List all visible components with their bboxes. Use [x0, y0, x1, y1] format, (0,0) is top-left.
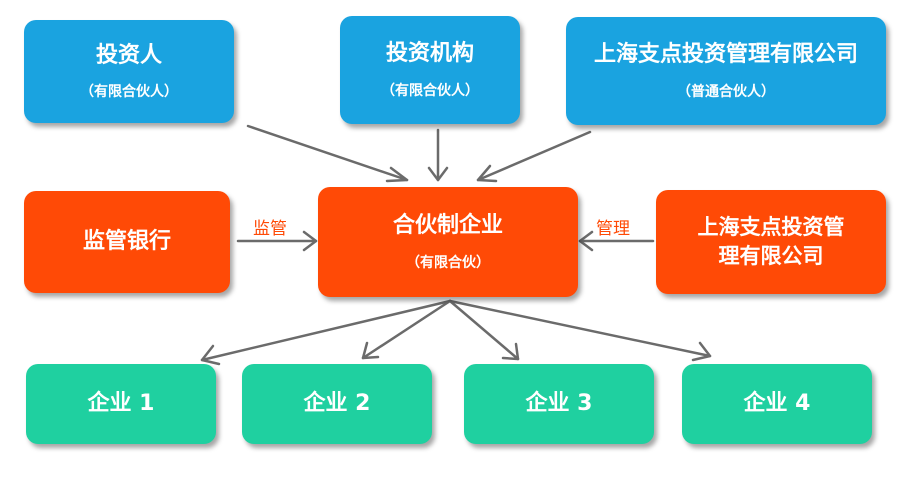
arrowhead [200, 344, 221, 366]
arrowhead [385, 166, 409, 183]
gp-title: 上海支点投资管理有限公司 [593, 42, 858, 68]
company1-title: 企业 1 [87, 391, 155, 417]
arrowhead [476, 164, 498, 183]
company4-node: 企业 4 [682, 364, 872, 444]
company3-node: 企业 3 [464, 364, 654, 444]
management-label: 管理 [596, 219, 630, 239]
institution-node: 投资机构 （有限合伙人） [340, 16, 520, 124]
arrow-gp-to-partnership [476, 130, 592, 182]
arrow-partnership-to-company3 [448, 299, 520, 361]
arrowhead [501, 342, 520, 361]
manager-title-line2: 理有限公司 [718, 244, 824, 268]
arrow-investor-to-partnership [246, 124, 409, 182]
arrowhead [302, 230, 318, 252]
arrowhead [427, 166, 449, 182]
investor-subtitle: （有限合伙人） [80, 84, 178, 101]
arrowhead [361, 341, 380, 360]
arrowhead [578, 230, 594, 252]
arrowhead [691, 341, 712, 362]
bank-title: 监管银行 [82, 229, 171, 255]
company3-title: 企业 3 [525, 391, 593, 417]
company2-node: 企业 2 [242, 364, 432, 444]
institution-subtitle: （有限合伙人） [381, 82, 479, 99]
manager-title-line1: 上海支点投资管 [697, 214, 845, 239]
manager-node: 上海支点投资管 理有限公司 [656, 190, 886, 294]
supervision-label: 监管 [253, 219, 287, 239]
partnership-subtitle: （有限合伙） [406, 254, 490, 271]
gp-subtitle: （普通合伙人） [677, 83, 775, 100]
gp-node: 上海支点投资管理有限公司 （普通合伙人） [566, 17, 886, 125]
company4-title: 企业 4 [743, 391, 811, 417]
arrow-partnership-to-company1 [200, 299, 452, 362]
investor-title: 投资人 [95, 42, 162, 68]
investor-node: 投资人 （有限合伙人） [24, 20, 234, 123]
company2-title: 企业 2 [303, 391, 371, 417]
partnership-node: 合伙制企业 （有限合伙） [318, 187, 578, 297]
institution-title: 投资机构 [385, 41, 474, 67]
arrow-partnership-to-company4 [448, 299, 712, 358]
partnership-title: 合伙制企业 [392, 213, 503, 239]
arrow-partnership-to-company2 [361, 299, 452, 360]
company1-node: 企业 1 [26, 364, 216, 444]
bank-node: 监管银行 [24, 191, 230, 293]
